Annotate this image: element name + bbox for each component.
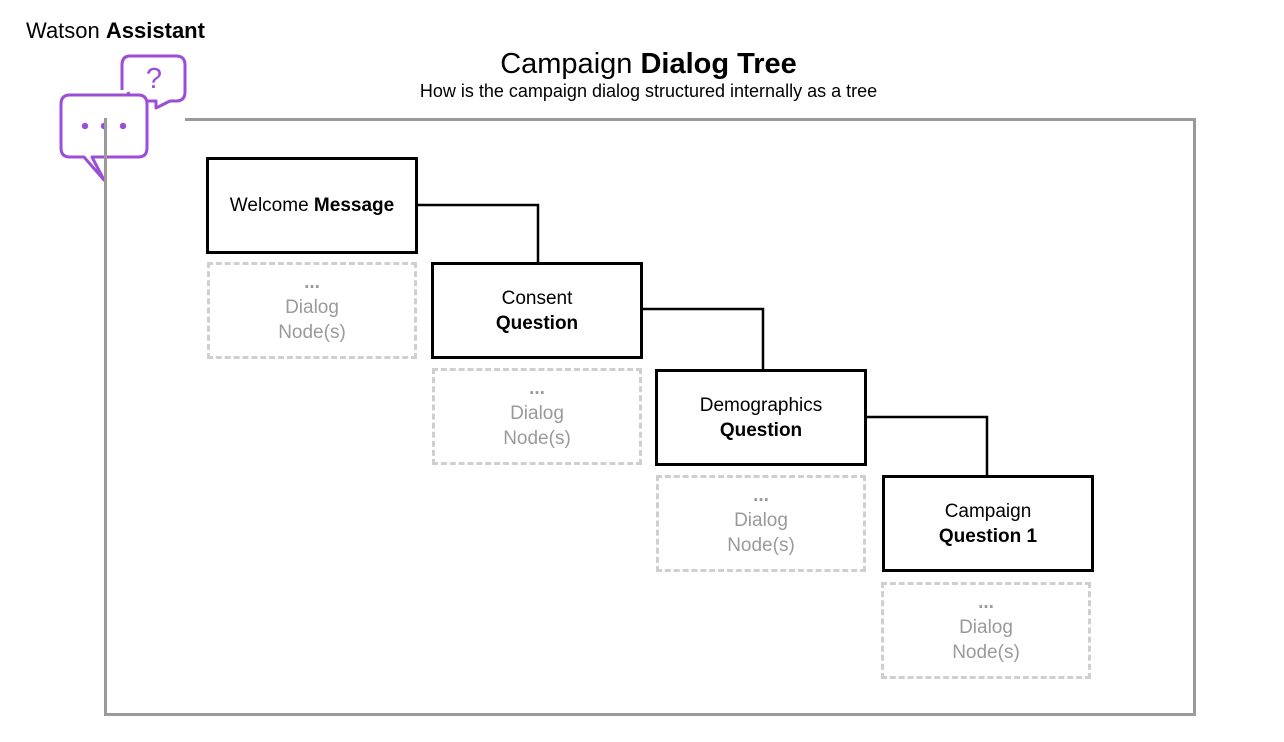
brand-bold: Assistant xyxy=(105,18,205,43)
node-label-line2: Question 1 xyxy=(938,525,1038,547)
node-label-line2: Question xyxy=(495,312,579,334)
placeholder-dots: ... xyxy=(753,484,769,506)
dialog-node-placeholder: ... Dialog Node(s) xyxy=(656,475,866,572)
placeholder-dots: ... xyxy=(304,271,320,293)
node-label-line2: Question xyxy=(719,419,803,441)
node-label: Welcome Message xyxy=(230,193,394,218)
dialog-node-placeholder: ... Dialog Node(s) xyxy=(881,582,1091,679)
dialog-node-campaign-question-1[interactable]: Campaign Question 1 xyxy=(882,475,1094,572)
placeholder-line2: Node(s) xyxy=(727,534,795,556)
dialog-node-placeholder: ... Dialog Node(s) xyxy=(207,262,417,359)
question-mark-glyph: ? xyxy=(146,63,162,95)
connector-consent-demographics xyxy=(643,307,765,370)
placeholder-dots: ... xyxy=(529,377,545,399)
node-label-line2: Message xyxy=(313,195,395,216)
brand-prefix: Watson xyxy=(26,18,100,43)
dialog-node-placeholder: ... Dialog Node(s) xyxy=(432,368,642,465)
diagram-subtitle: How is the campaign dialog structured in… xyxy=(419,81,878,101)
connector-demographics-campaign xyxy=(867,415,989,476)
placeholder-dots: ... xyxy=(978,591,994,613)
placeholder-line2: Node(s) xyxy=(278,321,346,343)
title-bold: Dialog Tree xyxy=(640,48,797,80)
placeholder-line1: Dialog xyxy=(510,402,564,424)
placeholder-line1: Dialog xyxy=(959,616,1013,638)
node-label-line1: Campaign xyxy=(944,500,1032,522)
diagram-title: Campaign Dialog Tree xyxy=(0,46,1284,82)
diagram-frame-top xyxy=(185,118,1193,121)
node-label-line1: Demographics xyxy=(699,394,823,416)
title-prefix: Campaign xyxy=(500,48,633,80)
dialog-node-welcome-message[interactable]: Welcome Message xyxy=(206,157,418,254)
node-label-line1: Welcome xyxy=(229,195,309,216)
placeholder-line1: Dialog xyxy=(285,296,339,318)
placeholder-line2: Node(s) xyxy=(952,641,1020,663)
diagram-frame xyxy=(104,118,1196,716)
title-block: Campaign Dialog Tree How is the campaign… xyxy=(0,46,1284,102)
brand-title: Watson Assistant xyxy=(26,18,205,44)
dialog-node-consent-question[interactable]: Consent Question xyxy=(431,262,643,359)
placeholder-line1: Dialog xyxy=(734,509,788,531)
node-label-line1: Consent xyxy=(501,287,573,309)
dialog-node-demographics-question[interactable]: Demographics Question xyxy=(655,369,867,466)
placeholder-line2: Node(s) xyxy=(503,427,571,449)
connector-welcome-consent xyxy=(418,203,540,263)
